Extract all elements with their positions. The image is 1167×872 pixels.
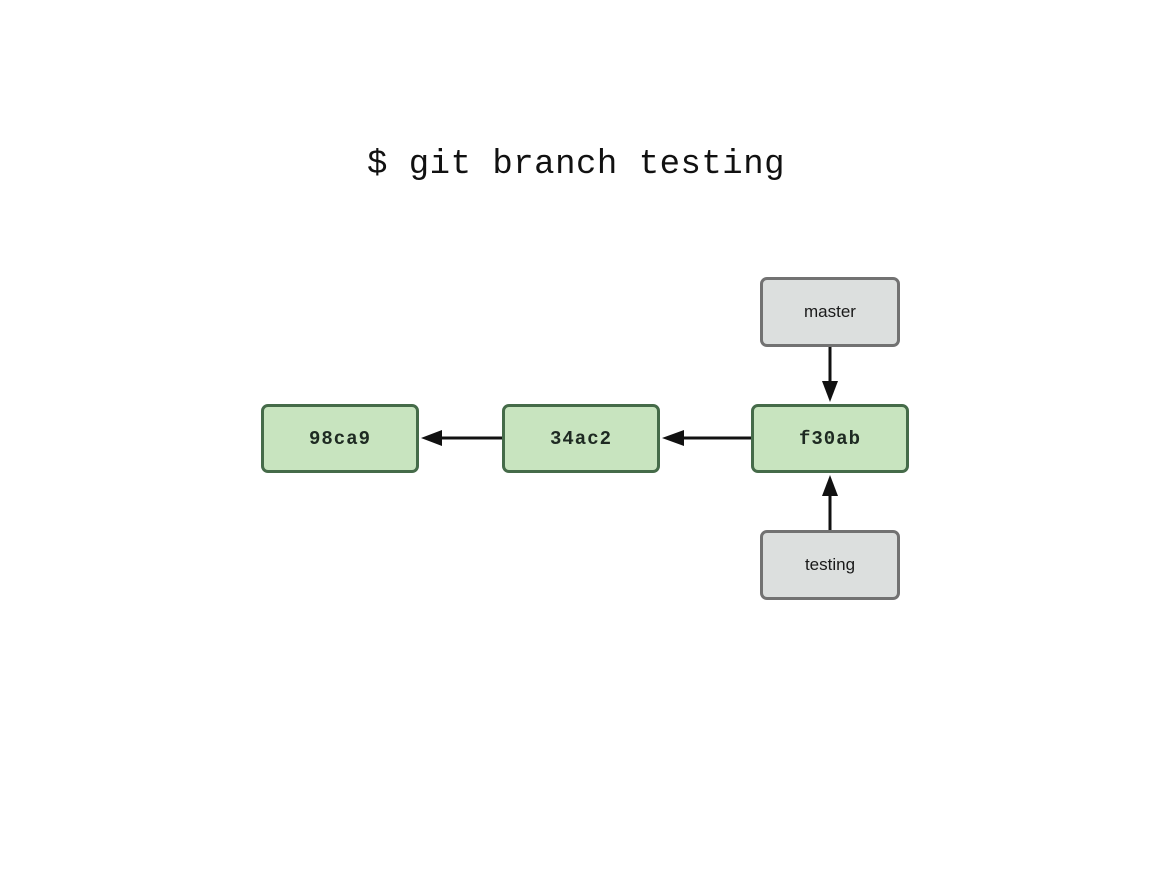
- arrow-f30ab-to-34ac2: [662, 430, 751, 446]
- branch-name-label: testing: [804, 555, 856, 574]
- arrow-master-to-f30ab: [822, 347, 838, 402]
- commit-id-label: 34ac2: [549, 427, 612, 450]
- commit-node-98ca9: 98ca9: [261, 404, 419, 473]
- arrow-testing-to-f30ab: [822, 475, 838, 530]
- arrow-34ac2-to-98ca9: [421, 430, 502, 446]
- commit-id-label: f30ab: [798, 427, 861, 450]
- commit-id-label: 98ca9: [308, 427, 371, 450]
- git-command-caption: $ git branch testing: [366, 146, 786, 184]
- commit-node-f30ab: f30ab: [751, 404, 909, 473]
- commit-node-34ac2: 34ac2: [502, 404, 660, 473]
- branch-name-label: master: [804, 302, 856, 321]
- branch-pointer-master: master: [760, 277, 900, 347]
- branch-pointer-testing: testing: [760, 530, 900, 600]
